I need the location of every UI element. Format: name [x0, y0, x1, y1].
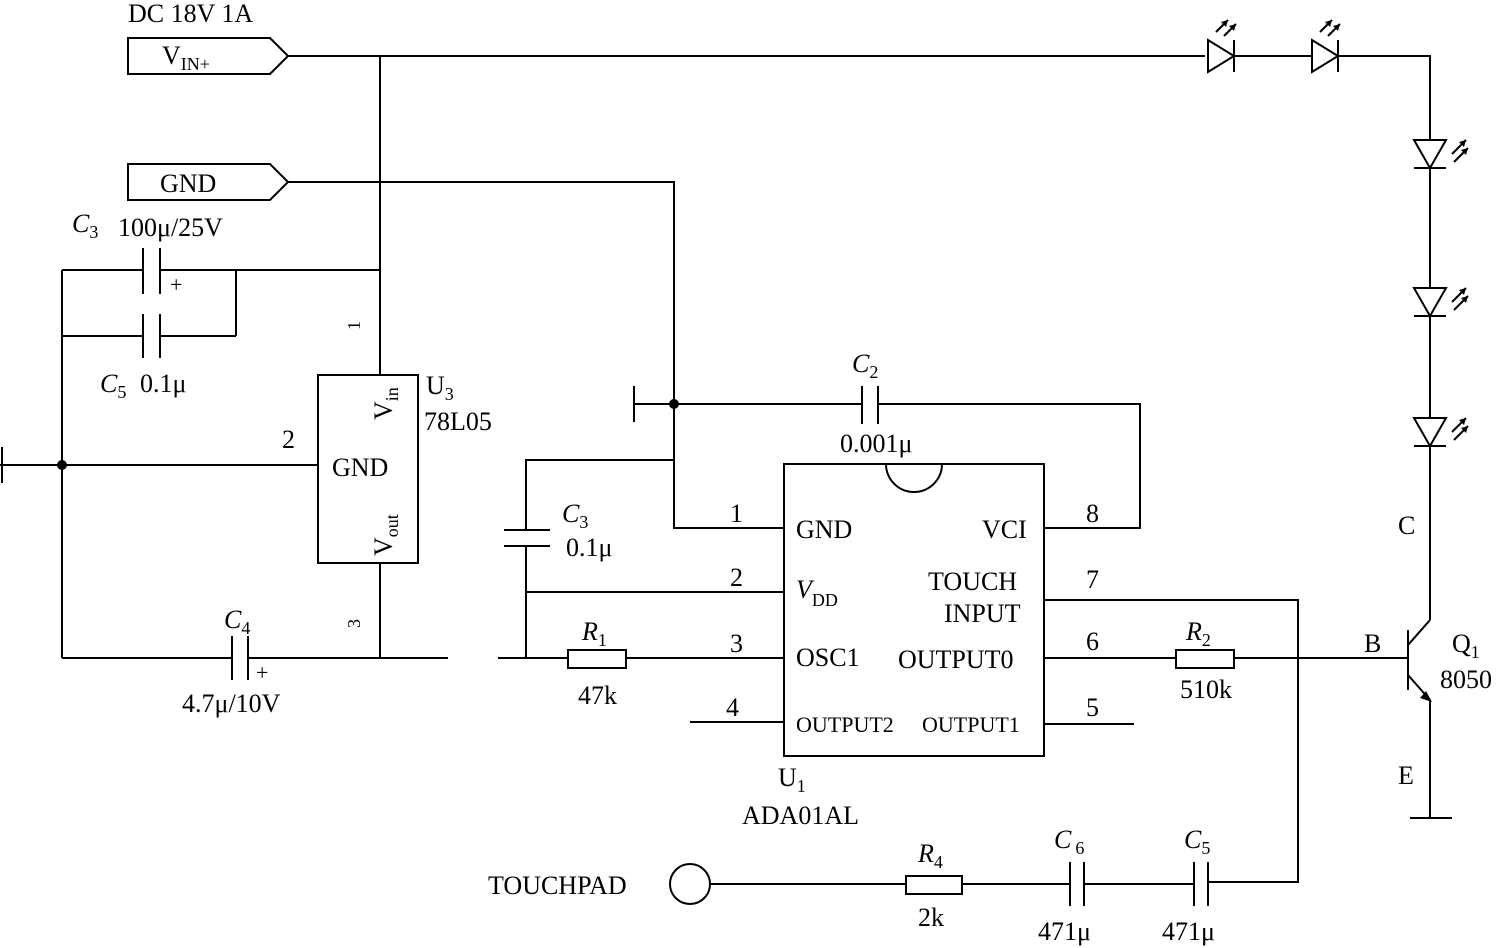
c2-right-wire — [878, 403, 1141, 529]
q1-base-label: B — [1364, 629, 1381, 658]
ic-pin3-num: 3 — [730, 629, 743, 658]
supply-label: DC 18V 1A — [128, 0, 253, 28]
q1-part-label: 8050 — [1440, 665, 1492, 694]
u3-pin2: 2 — [282, 425, 295, 454]
led-2 — [1311, 19, 1341, 74]
gnd-rail — [288, 181, 784, 529]
ic-pin-output2: OUTPUT2 — [796, 712, 894, 737]
ic-pin4-num: 4 — [726, 693, 739, 722]
ic-pin1-num: 1 — [730, 499, 743, 528]
ic-pin-touch: TOUCH — [928, 567, 1017, 596]
touchpad-label: TOUCHPAD — [488, 871, 627, 900]
c2-value: 0.001μ — [840, 429, 912, 458]
c3-top-value: 100μ/25V — [118, 213, 223, 242]
r1-value: 47k — [578, 681, 617, 710]
c2-ref: C2 — [852, 349, 878, 382]
r2-value: 510k — [1180, 675, 1232, 704]
ic-ref: U1 — [778, 763, 806, 796]
touch-input-wire — [1044, 599, 1299, 883]
c4-plus: + — [256, 660, 268, 685]
c3-mid-value: 0.1μ — [566, 533, 612, 562]
ic-pin-input: INPUT — [944, 599, 1021, 628]
r1-ref: R1 — [581, 617, 607, 650]
led-4 — [1412, 287, 1469, 319]
r4-ref: R4 — [917, 839, 943, 872]
ic-pin7-num: 7 — [1086, 565, 1099, 594]
junction-left — [57, 460, 67, 470]
u3-pin-gnd: GND — [332, 453, 388, 482]
u3-part: 78L05 — [424, 407, 492, 436]
ic-pin2-num: 2 — [730, 563, 743, 592]
ic-pin5-num: 5 — [1086, 693, 1099, 722]
q1-collector-label: C — [1398, 511, 1415, 540]
r2-ref: R2 — [1185, 617, 1211, 650]
led-3 — [1412, 139, 1469, 171]
r1-resistor — [567, 649, 627, 669]
c5-left-ref: C5 — [100, 369, 126, 402]
c5-left-value: 0.1μ — [140, 369, 186, 398]
ic-pin-vdd: VDD — [796, 575, 838, 610]
ic-pin-vci: VCI — [982, 515, 1027, 544]
junction-ic-ground — [669, 399, 679, 409]
r2-resistor — [1175, 649, 1235, 669]
c5-bot-value: 471μ — [1162, 917, 1215, 946]
c3-top-plus: + — [170, 272, 182, 297]
u3-pin-vout: Vout — [369, 514, 402, 556]
touchpad-electrode — [669, 863, 711, 905]
ic-pin-output1: OUTPUT1 — [922, 712, 1020, 737]
regulator-u3 — [317, 374, 419, 564]
led-1 — [1207, 19, 1237, 74]
ic-pin-osc1: OSC1 — [796, 643, 860, 672]
u3-pin1: 1 — [344, 321, 364, 330]
transistor-q1 — [1407, 619, 1432, 702]
ic-u1 — [783, 463, 1045, 757]
vin-port-label: VIN+ — [162, 41, 210, 74]
r4-value: 2k — [918, 903, 944, 932]
c6-value: 471μ — [1038, 917, 1091, 946]
gnd-port-label: GND — [160, 169, 216, 198]
u3-pin3: 3 — [344, 619, 364, 628]
ic-pin-gnd: GND — [796, 515, 852, 544]
led-wire-2 — [1338, 55, 1431, 140]
c5-bot-ref: C5 — [1184, 825, 1210, 858]
led-5 — [1412, 417, 1469, 449]
u3-ref: U3 — [426, 371, 454, 404]
c3-top-ref: C3 — [72, 209, 98, 242]
gnd-port — [127, 163, 290, 201]
c4-value: 4.7μ/10V — [182, 689, 281, 718]
ic-pin-output0: OUTPUT0 — [898, 645, 1014, 674]
c3-mid-top-wire — [525, 459, 674, 530]
u3-pin-vin: Vin — [369, 387, 402, 420]
ic-pin6-num: 6 — [1086, 627, 1099, 656]
c3-mid-ref: C3 — [562, 499, 588, 532]
ic-part: ADA01AL — [742, 801, 859, 830]
vin-port — [127, 37, 290, 75]
q1-ref-label: Q1 — [1452, 629, 1480, 662]
c4-ref: C4 — [224, 605, 250, 638]
ic-notch — [885, 463, 943, 493]
ic-pin8-num: 8 — [1086, 499, 1099, 528]
q1-emitter-label: E — [1398, 761, 1414, 790]
r4-resistor — [905, 875, 963, 895]
